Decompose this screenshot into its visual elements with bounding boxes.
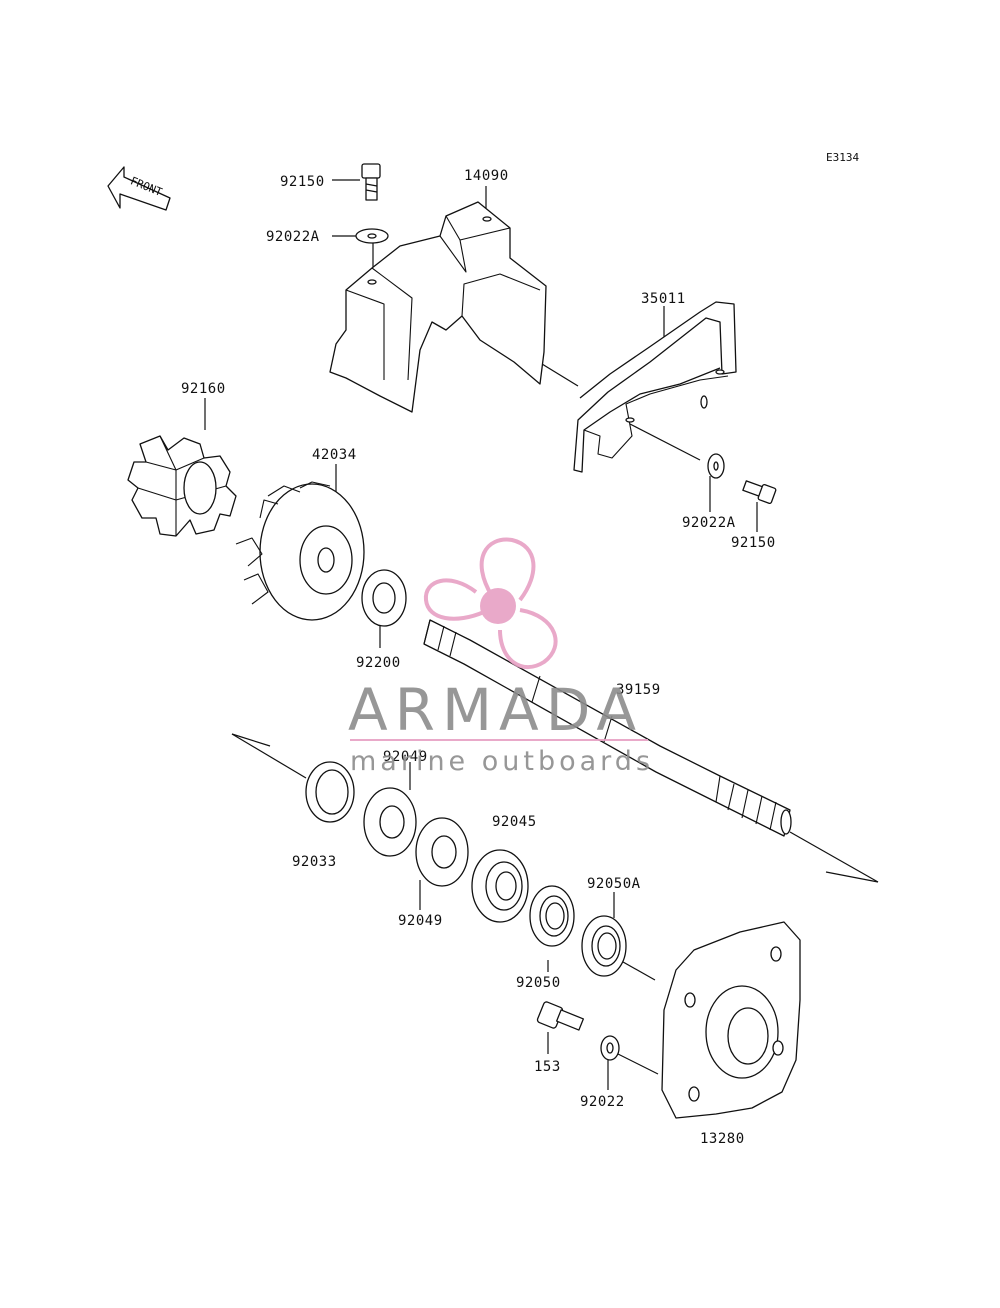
watermark-tagline: marine outboards xyxy=(350,746,654,777)
label-13280: 13280 xyxy=(700,1131,745,1147)
watermark: ARMADA marine outboards xyxy=(348,537,654,777)
watermark-brand: ARMADA xyxy=(348,676,643,744)
label-92200: 92200 xyxy=(356,655,401,671)
label-153: 153 xyxy=(534,1059,561,1075)
label-92033: 92033 xyxy=(292,854,337,870)
bolt-92150-top xyxy=(361,163,381,201)
washer-92022a-top xyxy=(355,228,389,244)
bearing-92045 xyxy=(471,849,529,923)
label-92022a-right: 92022A xyxy=(682,515,736,531)
label-92050: 92050 xyxy=(516,975,561,991)
seal-92050a xyxy=(581,915,627,977)
label-14090: 14090 xyxy=(464,168,509,184)
washer-92022a-right xyxy=(707,453,725,479)
bracket-35011 xyxy=(573,301,737,473)
snap-ring-92033 xyxy=(305,761,355,823)
washer-92049-lower xyxy=(415,817,469,887)
label-92022: 92022 xyxy=(580,1094,625,1110)
front-arrow-icon: FRONT xyxy=(107,166,171,211)
part-labels: 92150 14090 92022A 35011 92160 42034 920… xyxy=(181,168,776,1147)
label-92160: 92160 xyxy=(181,381,226,397)
leader-lines xyxy=(204,179,879,1090)
housing-13280 xyxy=(661,921,801,1119)
shaft-39159 xyxy=(423,619,792,837)
label-92150-right: 92150 xyxy=(731,535,776,551)
label-92045: 92045 xyxy=(492,814,537,830)
bolt-92150-right xyxy=(742,480,777,504)
label-39159: 39159 xyxy=(616,682,661,698)
label-92049-upper: 92049 xyxy=(383,749,428,765)
label-92022a-top: 92022A xyxy=(266,229,320,245)
label-92150-top: 92150 xyxy=(280,174,325,190)
washer-92049-upper xyxy=(363,787,417,857)
seal-92050 xyxy=(529,885,575,947)
impeller-42034 xyxy=(235,481,365,621)
washer-92022 xyxy=(600,1035,620,1061)
label-35011: 35011 xyxy=(641,291,686,307)
diagram-code: E3134 xyxy=(826,151,859,164)
label-92050a: 92050A xyxy=(587,876,641,892)
washer-92200 xyxy=(361,569,407,627)
coupling-92160 xyxy=(127,435,237,537)
fitting-153 xyxy=(536,1001,585,1031)
cover-14090 xyxy=(329,201,547,413)
propeller-logo-icon xyxy=(423,537,558,669)
label-42034: 42034 xyxy=(312,447,357,463)
label-92049-lower: 92049 xyxy=(398,913,443,929)
